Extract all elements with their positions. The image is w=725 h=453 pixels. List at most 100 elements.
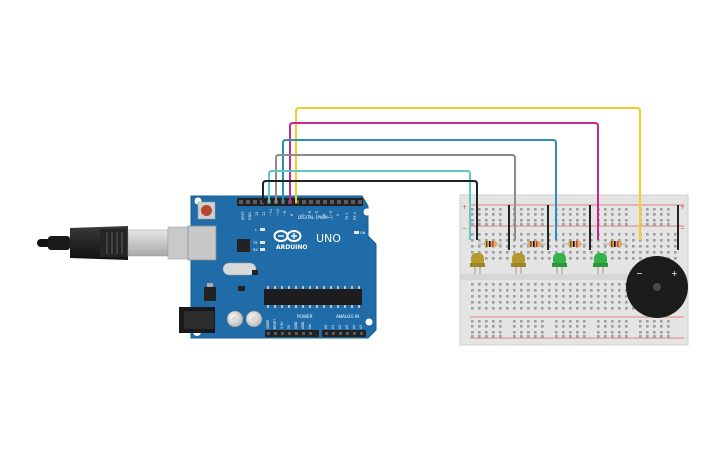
breadboard-hole[interactable] — [534, 331, 537, 334]
breadboard-hole[interactable] — [674, 239, 677, 242]
breadboard-hole[interactable] — [569, 223, 572, 226]
breadboard-hole[interactable] — [660, 320, 663, 323]
breadboard-hole[interactable] — [513, 320, 516, 323]
breadboard-hole[interactable] — [499, 331, 502, 334]
breadboard-hole[interactable] — [527, 320, 530, 323]
breadboard-hole[interactable] — [625, 325, 628, 328]
breadboard-hole[interactable] — [653, 239, 656, 242]
breadboard-hole[interactable] — [583, 219, 586, 222]
breadboard-hole[interactable] — [506, 295, 509, 298]
breadboard-hole[interactable] — [618, 213, 621, 216]
breadboard-hole[interactable] — [569, 257, 572, 260]
breadboard-hole[interactable] — [611, 283, 614, 286]
wire-grey[interactable] — [275, 154, 516, 240]
breadboard-hole[interactable] — [555, 320, 558, 323]
breadboard-hole[interactable] — [499, 325, 502, 328]
breadboard-hole[interactable] — [667, 251, 670, 254]
breadboard-hole[interactable] — [646, 233, 649, 236]
breadboard-hole[interactable] — [576, 331, 579, 334]
breadboard-hole[interactable] — [611, 239, 614, 242]
breadboard-hole[interactable] — [534, 289, 537, 292]
breadboard-hole[interactable] — [555, 251, 558, 254]
breadboard-hole[interactable] — [583, 251, 586, 254]
breadboard-hole[interactable] — [667, 219, 670, 222]
breadboard-hole[interactable] — [534, 251, 537, 254]
breadboard-hole[interactable] — [527, 335, 530, 338]
breadboard-hole[interactable] — [499, 283, 502, 286]
breadboard-hole[interactable] — [604, 295, 607, 298]
breadboard-hole[interactable] — [520, 320, 523, 323]
breadboard-hole[interactable] — [562, 325, 565, 328]
breadboard-hole[interactable] — [625, 301, 628, 304]
breadboard-hole[interactable] — [513, 251, 516, 254]
ground-jumpers[interactable] — [508, 205, 679, 250]
breadboard-hole[interactable] — [611, 320, 614, 323]
breadboard-hole[interactable] — [576, 257, 579, 260]
breadboard-hole[interactable] — [506, 307, 509, 310]
breadboard-hole[interactable] — [618, 295, 621, 298]
breadboard-hole[interactable] — [499, 289, 502, 292]
breadboard-hole[interactable] — [548, 301, 551, 304]
breadboard-hole[interactable] — [527, 239, 530, 242]
breadboard-hole[interactable] — [471, 233, 474, 236]
breadboard-hole[interactable] — [569, 219, 572, 222]
breadboard-hole[interactable] — [646, 239, 649, 242]
breadboard-hole[interactable] — [527, 251, 530, 254]
breadboard-hole[interactable] — [499, 295, 502, 298]
breadboard-hole[interactable] — [576, 295, 579, 298]
breadboard-hole[interactable] — [492, 251, 495, 254]
breadboard-hole[interactable] — [653, 335, 656, 338]
breadboard-hole[interactable] — [527, 283, 530, 286]
breadboard-hole[interactable] — [492, 233, 495, 236]
breadboard-hole[interactable] — [667, 233, 670, 236]
breadboard-hole[interactable] — [667, 245, 670, 248]
breadboard-hole[interactable] — [478, 331, 481, 334]
breadboard-hole[interactable] — [604, 208, 607, 211]
breadboard-hole[interactable] — [611, 257, 614, 260]
breadboard-hole[interactable] — [618, 320, 621, 323]
breadboard-hole[interactable] — [618, 208, 621, 211]
breadboard-hole[interactable] — [492, 295, 495, 298]
breadboard-hole[interactable] — [499, 213, 502, 216]
breadboard-hole[interactable] — [604, 331, 607, 334]
breadboard-hole[interactable] — [583, 331, 586, 334]
breadboard-hole[interactable] — [597, 331, 600, 334]
breadboard-hole[interactable] — [590, 233, 593, 236]
breadboard-hole[interactable] — [541, 223, 544, 226]
breadboard-hole[interactable] — [499, 233, 502, 236]
breadboard-hole[interactable] — [604, 335, 607, 338]
breadboard-hole[interactable] — [576, 223, 579, 226]
breadboard-hole[interactable] — [597, 301, 600, 304]
breadboard-hole[interactable] — [555, 335, 558, 338]
breadboard-hole[interactable] — [639, 239, 642, 242]
breadboard-hole[interactable] — [471, 208, 474, 211]
breadboard-hole[interactable] — [513, 239, 516, 242]
breadboard-hole[interactable] — [639, 331, 642, 334]
breadboard-hole[interactable] — [576, 208, 579, 211]
breadboard-hole[interactable] — [548, 283, 551, 286]
breadboard-hole[interactable] — [569, 213, 572, 216]
breadboard-hole[interactable] — [611, 295, 614, 298]
breadboard-hole[interactable] — [527, 325, 530, 328]
breadboard-hole[interactable] — [541, 239, 544, 242]
breadboard-hole[interactable] — [534, 257, 537, 260]
led-yellow[interactable] — [470, 253, 485, 274]
breadboard-hole[interactable] — [653, 245, 656, 248]
breadboard-hole[interactable] — [660, 223, 663, 226]
breadboard-hole[interactable] — [632, 257, 635, 260]
breadboard-hole[interactable] — [576, 335, 579, 338]
breadboard-hole[interactable] — [611, 213, 614, 216]
breadboard-hole[interactable] — [569, 239, 572, 242]
breadboard-hole[interactable] — [590, 283, 593, 286]
breadboard-hole[interactable] — [471, 283, 474, 286]
breadboard-hole[interactable] — [618, 223, 621, 226]
breadboard-hole[interactable] — [569, 335, 572, 338]
breadboard-hole[interactable] — [583, 245, 586, 248]
breadboard-hole[interactable] — [625, 251, 628, 254]
breadboard-hole[interactable] — [646, 320, 649, 323]
breadboard-hole[interactable] — [485, 219, 488, 222]
breadboard-hole[interactable] — [611, 233, 614, 236]
arduino-uno-board[interactable]: ARDUINO UNO DIGITAL (PWM~) POWER ANALOG … — [179, 195, 377, 339]
breadboard-hole[interactable] — [492, 307, 495, 310]
breadboard-hole[interactable] — [562, 320, 565, 323]
